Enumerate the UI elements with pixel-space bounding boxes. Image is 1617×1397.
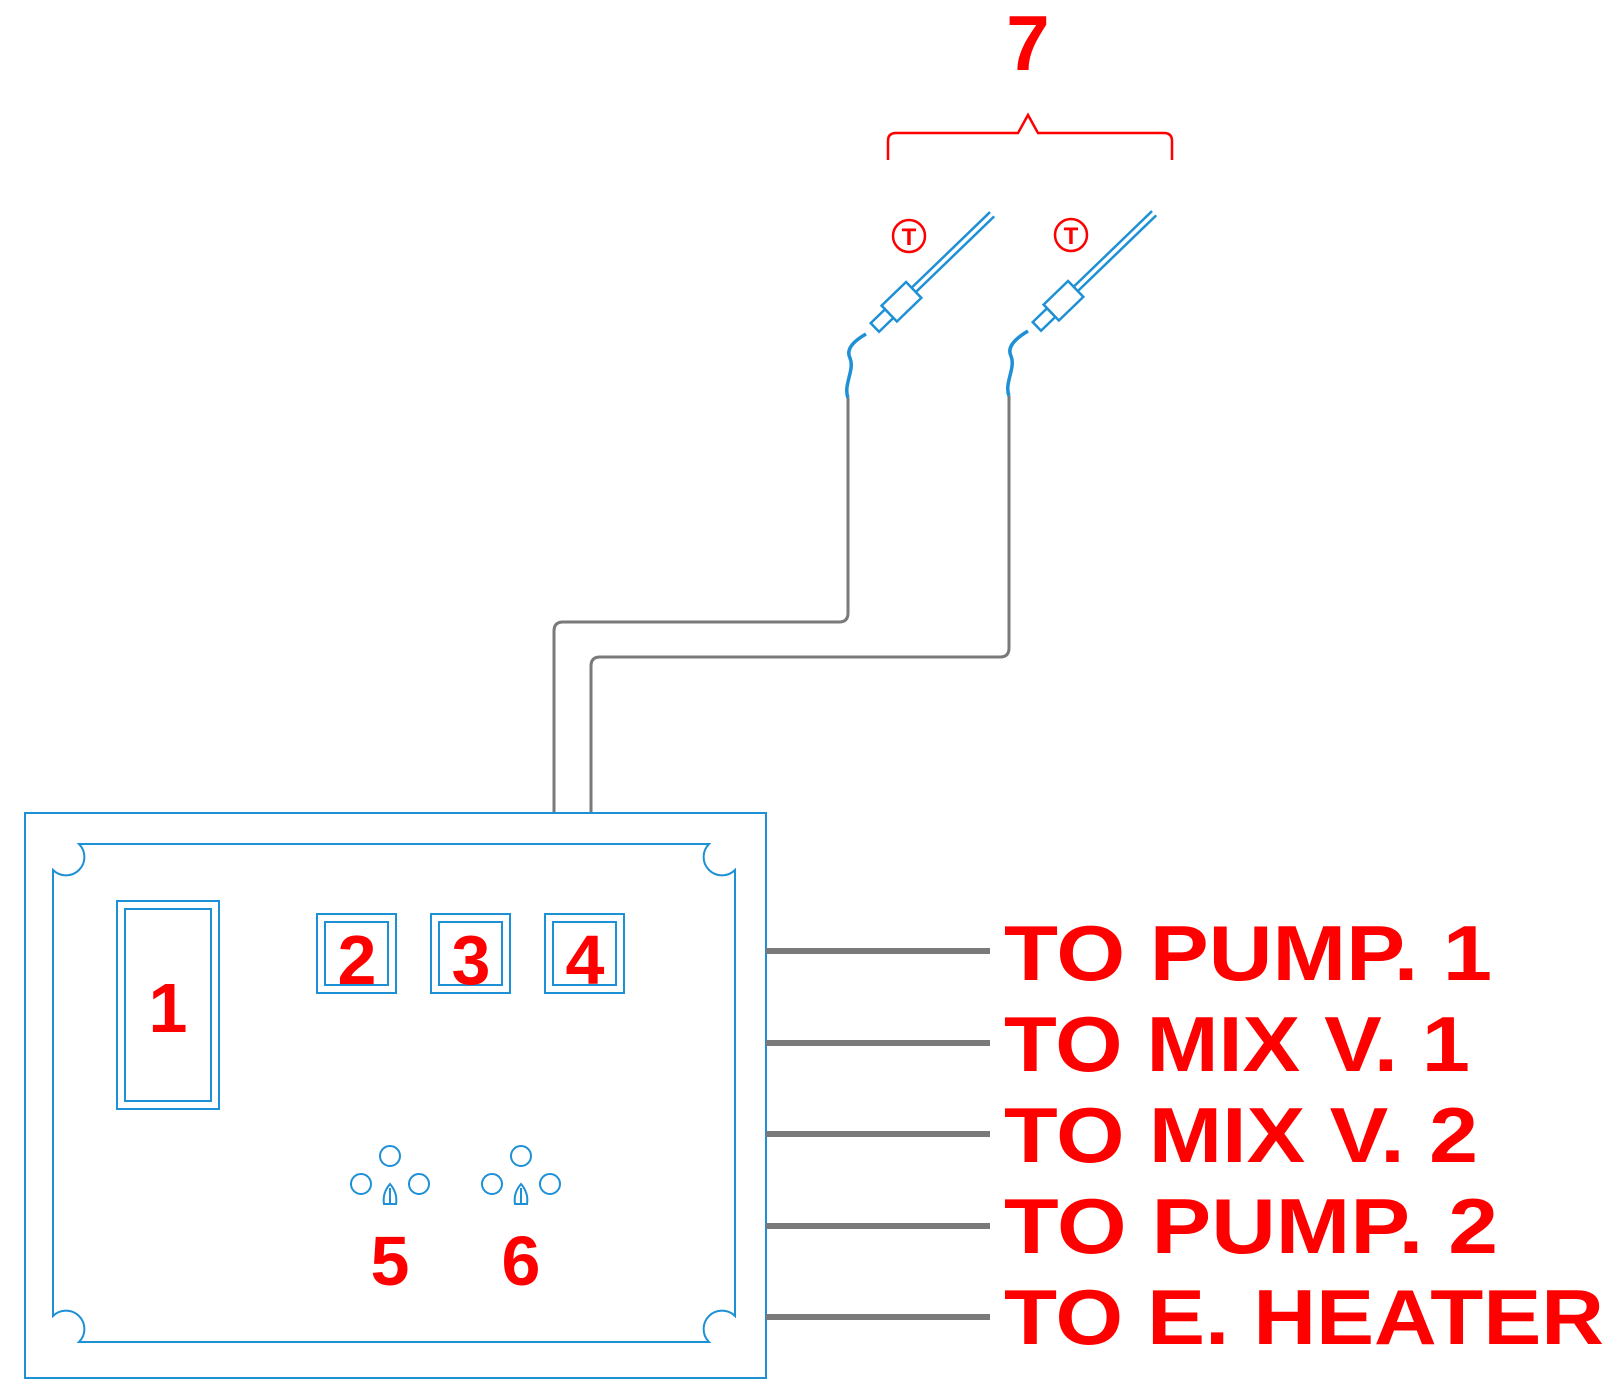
- unit-3-label: 3: [452, 921, 491, 999]
- output-label-pump-1: TO PUMP. 1: [1004, 909, 1492, 997]
- unit-1-frame: [116, 900, 220, 1110]
- output-wires: [766, 948, 990, 1320]
- sensor-symbol-label: T: [1064, 223, 1079, 250]
- sensor-cables: [552, 396, 1011, 813]
- sensor-bracket: [886, 112, 1174, 160]
- unit-1-label: 1: [149, 969, 188, 1047]
- temperature-sensor-icon: [845, 211, 996, 399]
- unit-5-label: 5: [371, 1222, 410, 1300]
- controller-box: [24, 812, 767, 1379]
- controller-inner-panel: [52, 843, 736, 1343]
- controller-outer-frame: [24, 812, 767, 1379]
- output-label-pump-2: TO PUMP. 2: [1004, 1182, 1498, 1270]
- indicator-lamp-cluster-icon: [350, 1145, 430, 1205]
- output-label-mix-v-1: TO MIX V. 1: [1004, 1000, 1470, 1088]
- unit-6-label: 6: [502, 1222, 541, 1300]
- unit-2-label: 2: [338, 921, 377, 999]
- output-label-mix-v-2: TO MIX V. 2: [1004, 1091, 1478, 1179]
- unit-4-frame: [544, 913, 625, 994]
- temperature-sensor-icon: [1006, 210, 1158, 397]
- unit-3-frame: [430, 913, 511, 994]
- sensor-cable-2: [589, 396, 1011, 813]
- indicator-lamp-cluster-icon: [481, 1145, 561, 1205]
- sensor-symbol-2: T: [1053, 217, 1089, 253]
- sensor-symbol-label: T: [902, 224, 917, 251]
- unit-2-frame: [316, 913, 397, 994]
- sensor-symbol-1: T: [891, 218, 927, 254]
- sensor-cable-1: [552, 398, 850, 813]
- output-label-e-heater: TO E. HEATER: [1004, 1273, 1604, 1361]
- sensors-label: 7: [1006, 0, 1049, 87]
- unit-4-label: 4: [566, 921, 605, 999]
- output-labels: TO PUMP. 1 TO MIX V. 1 TO MIX V. 2 TO PU…: [1004, 909, 1604, 1361]
